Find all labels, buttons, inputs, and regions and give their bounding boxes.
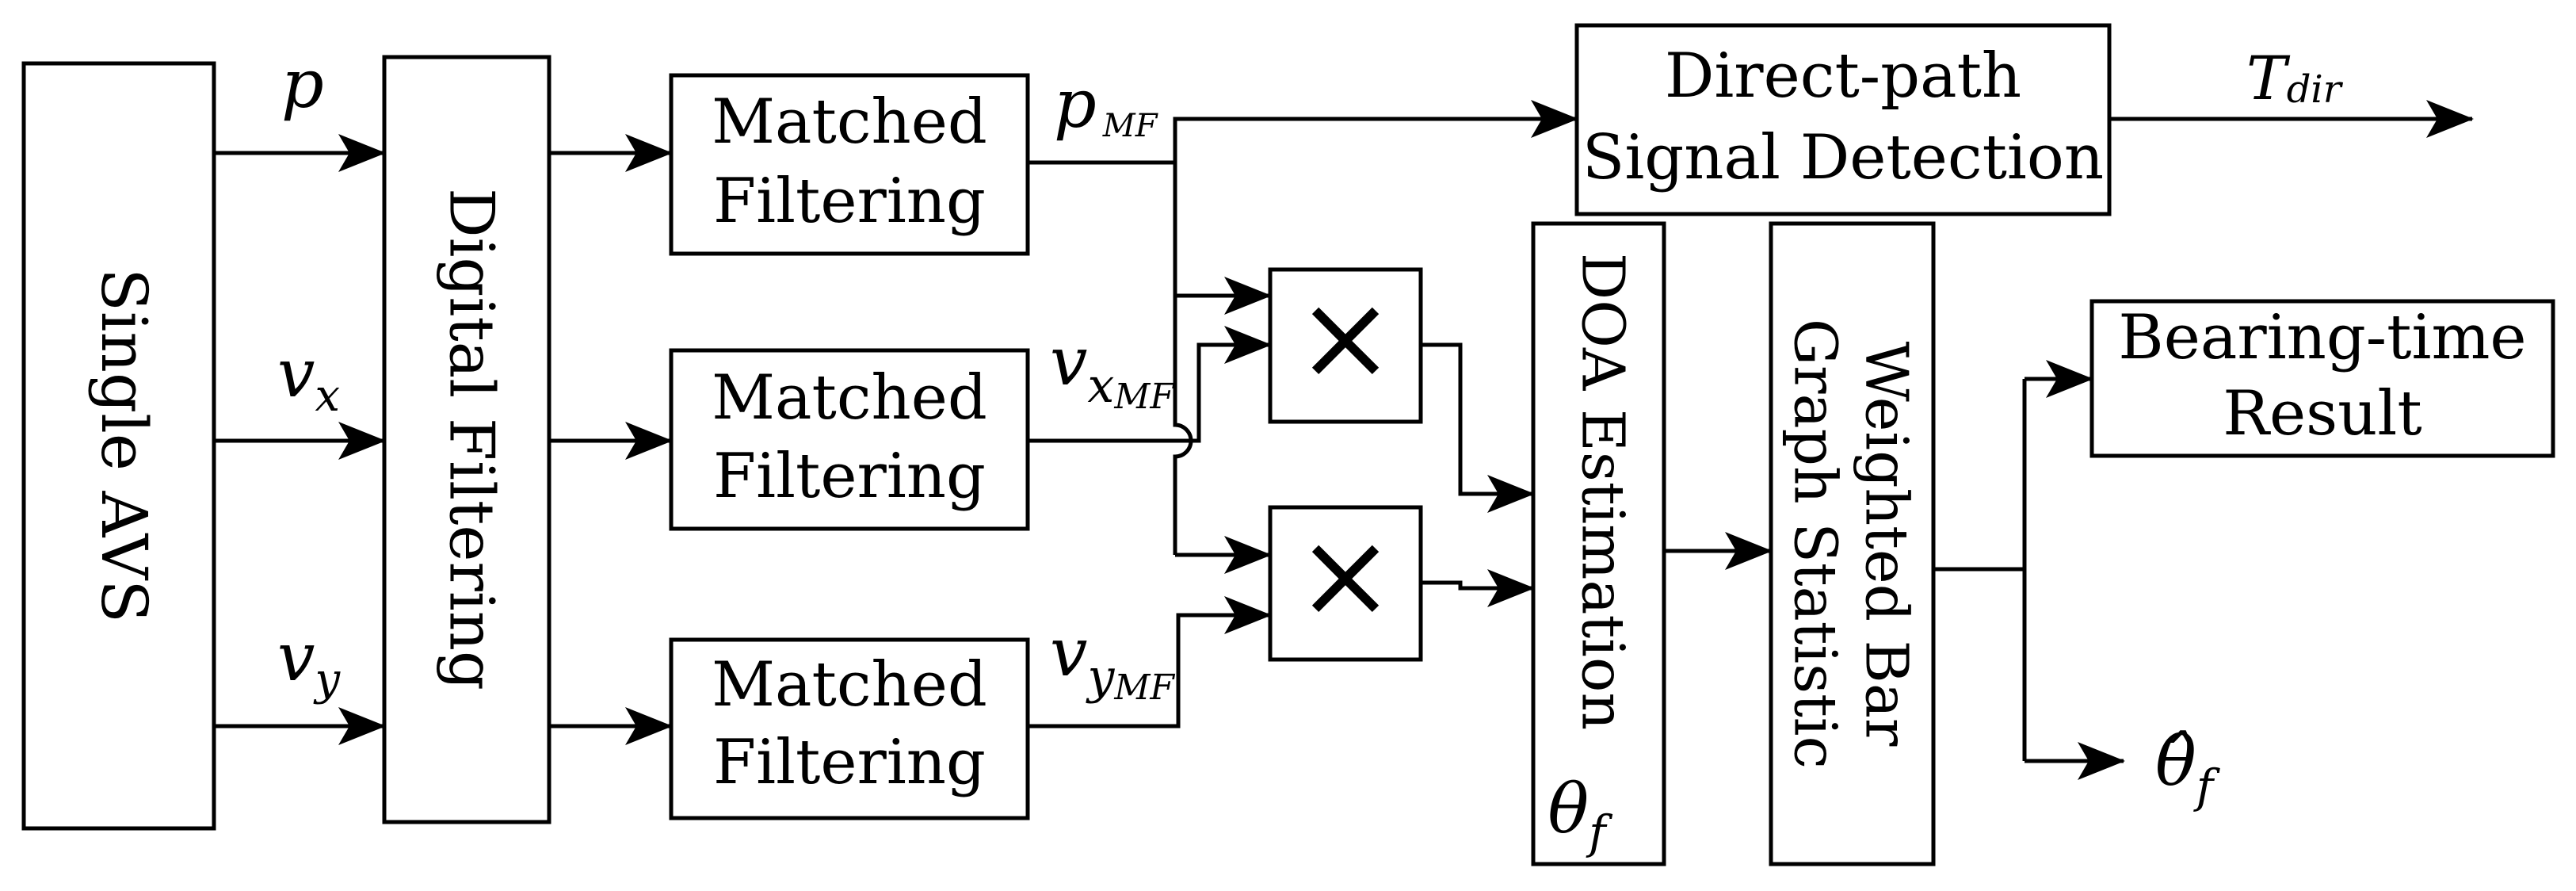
result-label: Result	[2223, 378, 2421, 449]
matched-filtering-label: Filtering	[713, 441, 986, 512]
signal-detection-label: Signal Detection	[1582, 122, 2104, 193]
p-label: p	[281, 45, 324, 123]
mult2-to-doa-arrow	[1421, 569, 1535, 607]
direct-path-signal-detection-block: Direct-path Signal Detection	[1574, 23, 2112, 216]
single-avs-block: Single AVS	[21, 61, 216, 831]
theta-hat-f-label: θ̂f	[2155, 722, 2221, 813]
doa-estimation-block: DOA Estimation θf	[1531, 221, 1666, 866]
vx-label: vx	[277, 335, 340, 422]
digital-filtering-label: Digital Filtering	[436, 188, 507, 690]
pmf-bus-wire	[1173, 163, 1193, 555]
doa-estimation-label: DOA Estimation	[1569, 253, 1637, 730]
matched-filtering-label: Filtering	[713, 166, 986, 237]
matched-filtering-label: Matched	[712, 362, 987, 434]
pmf-to-detection-arrow	[1173, 100, 1578, 163]
matched-filtering-block-vx: Matched Filtering	[669, 348, 1030, 531]
multiplier-block-2: ×	[1268, 505, 1423, 662]
connections	[214, 100, 2474, 780]
weighted-bar-graph-statistic-block: Weighted Bar Graph Statistic	[1769, 221, 1936, 866]
vy-label: vy	[277, 618, 341, 706]
matched-filtering-block-p: Matched Filtering	[669, 73, 1030, 256]
digital-filtering-block: Digital Filtering	[382, 55, 551, 824]
bearing-time-label: Bearing-time	[2118, 302, 2526, 373]
single-avs-label: Single AVS	[87, 268, 161, 623]
vxmf-to-mult1-arrow	[1028, 326, 1272, 443]
matched-filtering-label: Matched	[712, 86, 987, 158]
vymf-to-mult2-arrow	[1028, 596, 1272, 728]
weighted-bar-label: Weighted Bar	[1853, 342, 1921, 747]
direct-path-label: Direct-path	[1665, 40, 2021, 112]
matched-filtering-label: Matched	[712, 649, 987, 721]
vxmf-label: vxMF	[1050, 323, 1175, 417]
vymf-label: vyMF	[1050, 614, 1175, 708]
matched-filtering-block-vy: Matched Filtering	[669, 637, 1030, 820]
multiply-icon: ×	[1296, 269, 1395, 407]
bearing-time-result-block: Bearing-time Result	[2089, 299, 2555, 458]
graph-statistic-label: Graph Statistic	[1781, 319, 1849, 769]
mult1-to-doa-arrow	[1421, 342, 1535, 513]
tdir-label: Tdir	[2246, 43, 2344, 113]
multiplier-block-1: ×	[1268, 267, 1423, 424]
multiply-icon: ×	[1296, 507, 1395, 644]
matched-filtering-label: Filtering	[713, 727, 986, 798]
